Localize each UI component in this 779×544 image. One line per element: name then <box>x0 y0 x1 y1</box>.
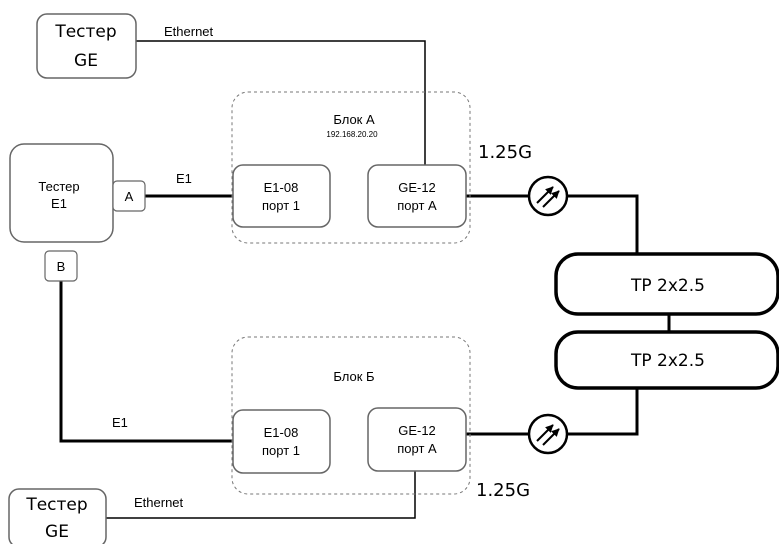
tp-unit-1[interactable]: TP 2x2.5 <box>554 252 779 316</box>
block-a-ge-port-line2: порт А <box>397 198 437 213</box>
tester-e1-line1: Тестер <box>38 179 79 194</box>
block-a-container <box>231 91 471 244</box>
tp-unit-2-label: TP 2x2.5 <box>630 351 705 371</box>
ethernet-label-top: Ethernet <box>164 24 214 39</box>
tester-e1-port-a-label: A <box>125 189 134 204</box>
tester-ge-bottom-line1: Тестер <box>25 495 87 515</box>
tester-e1-port-b-label: B <box>57 259 66 274</box>
block-a-ip: 192.168.20.20 <box>326 130 378 139</box>
ethernet-link-top <box>136 40 426 165</box>
block-a-title: Блок А <box>333 112 375 127</box>
block-b-title: Блок Б <box>333 369 374 384</box>
optical-transceiver-top-icon <box>527 175 569 217</box>
block-a-ge-port[interactable]: GE-12 порт А <box>367 164 467 228</box>
e1-label-top: E1 <box>176 171 192 186</box>
tester-e1-line2: E1 <box>51 196 67 211</box>
e1-label-bottom: E1 <box>112 415 128 430</box>
block-a-e1-port[interactable]: E1-08 порт 1 <box>232 164 331 228</box>
block-b-container <box>231 336 471 495</box>
connections <box>59 40 671 519</box>
tp-unit-2[interactable]: TP 2x2.5 <box>554 330 779 390</box>
tester-ge-bottom[interactable]: Тестер GE <box>8 488 107 544</box>
ethernet-link-bottom <box>106 471 416 519</box>
block-a-e1-port-line2: порт 1 <box>262 198 300 213</box>
tester-ge-top[interactable]: Тестер GE <box>36 13 137 79</box>
block-b-e1-port-line1: E1-08 <box>264 425 299 440</box>
optical-link-top-b <box>568 194 639 254</box>
block-b-e1-port-line2: порт 1 <box>262 443 300 458</box>
tester-ge-top-line2: GE <box>74 51 98 71</box>
block-b-ge-port[interactable]: GE-12 порт А <box>367 407 467 472</box>
tester-e1-port-a[interactable]: A <box>112 180 146 212</box>
block-b-e1-port[interactable]: E1-08 порт 1 <box>232 409 331 474</box>
rate-label-top: 1.25G <box>478 142 532 163</box>
optical-link-bottom-b <box>568 388 639 436</box>
tester-ge-bottom-line2: GE <box>45 522 69 542</box>
block-a-ge-port-line1: GE-12 <box>398 180 436 195</box>
block-a-e1-port-line1: E1-08 <box>264 180 299 195</box>
tester-ge-top-line1: Тестер <box>54 22 116 42</box>
optical-transceiver-bottom-icon <box>527 413 569 455</box>
tester-e1[interactable]: Тестер E1 <box>9 143 114 243</box>
block-b-ge-port-line2: порт А <box>397 441 437 456</box>
e1-link-bottom <box>59 281 233 443</box>
ethernet-label-bottom: Ethernet <box>134 495 184 510</box>
tester-e1-port-b[interactable]: B <box>44 250 78 282</box>
rate-label-bottom: 1.25G <box>476 480 530 501</box>
tp-unit-1-label: TP 2x2.5 <box>630 276 705 296</box>
block-b-ge-port-line1: GE-12 <box>398 423 436 438</box>
